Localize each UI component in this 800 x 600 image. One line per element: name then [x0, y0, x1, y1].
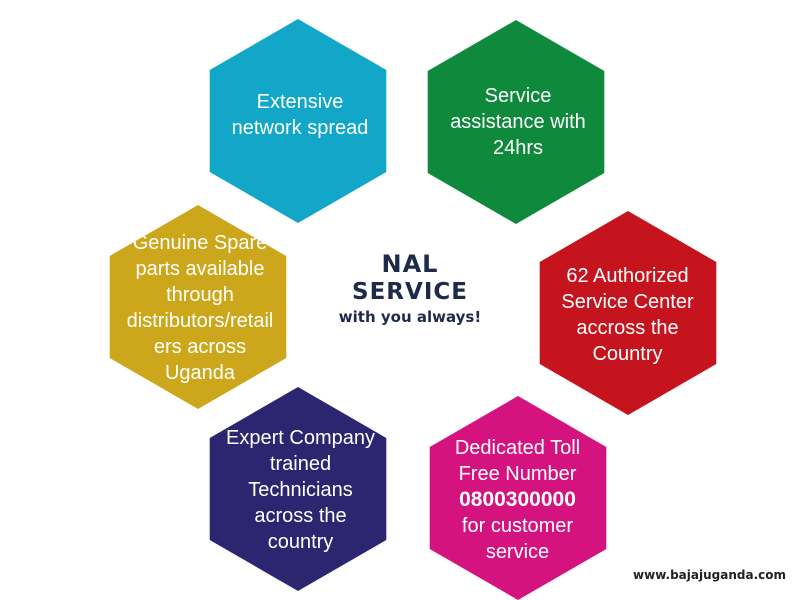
- center-label: NAL SERVICE with you always!: [300, 250, 520, 350]
- center-tagline: with you always!: [338, 308, 482, 326]
- hexagon-network: [209, 19, 387, 223]
- hexagon-technicians-text: Expert Company trained Technicians acros…: [226, 427, 375, 553]
- hexagon-technicians: [209, 387, 387, 591]
- center-title-line2: SERVICE: [352, 279, 468, 305]
- hexagon-tollfree-text: Dedicated Toll Free Number 0800300000 fo…: [454, 437, 581, 563]
- hexagon-assistance-text: Service assistance with 24hrs: [450, 85, 586, 159]
- hexagon-spares-text: Genuine Spare parts available through di…: [126, 231, 274, 384]
- hexagon-centers: [539, 211, 717, 415]
- hexagon-network-text: Extensive network spread: [231, 91, 369, 139]
- toll-free-number: 0800300000: [459, 488, 576, 511]
- hexagon-spares: [109, 205, 287, 409]
- hexagon-tollfree: [429, 396, 607, 600]
- hexagon-assistance: [427, 20, 605, 224]
- hexagon-centers-text: 62 Authorized Service Center accross the…: [561, 265, 694, 365]
- center-title-line1: NAL: [381, 250, 439, 278]
- website-url: www.bajajuganda.com: [633, 568, 786, 582]
